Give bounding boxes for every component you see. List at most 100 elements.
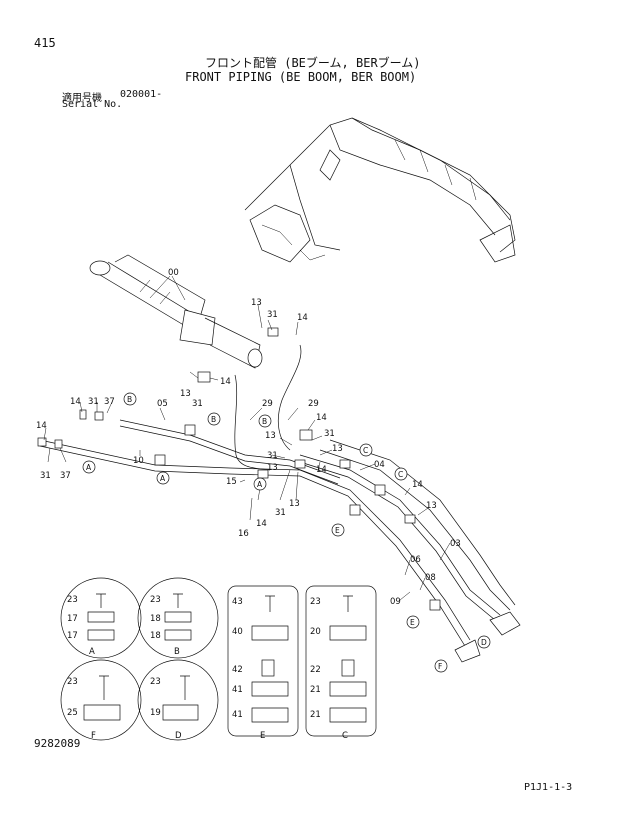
callout-14: 14 — [70, 397, 81, 407]
ref-a-3: A — [253, 477, 267, 491]
callout-31: 31 — [40, 471, 51, 481]
excavator-overview — [244, 117, 516, 263]
svg-text:A: A — [257, 480, 263, 489]
svg-text:23: 23 — [310, 597, 321, 607]
svg-text:C: C — [363, 446, 368, 455]
ref-f-1: F — [434, 659, 448, 673]
callout-06: 06 — [410, 555, 421, 565]
svg-text:40: 40 — [232, 627, 243, 637]
callout-14: 14 — [220, 377, 231, 387]
callout-03: 03 — [450, 539, 461, 549]
callout-29: 29 — [262, 399, 273, 409]
callout-13: 13 — [426, 501, 437, 511]
detail-c: 23 20 22 21 21 C — [305, 585, 377, 741]
detail-b: 23 18 18 B — [137, 577, 219, 659]
callout-labels: 00 13 31 14 13 31 14 14 31 37 05 29 29 1… — [36, 268, 461, 607]
callout-15: 15 — [226, 477, 237, 487]
ref-a-2: A — [156, 471, 170, 485]
svg-text:D: D — [481, 638, 487, 647]
ref-b-3: B — [258, 414, 272, 428]
ref-d-1: D — [477, 635, 491, 649]
callout-31: 31 — [267, 451, 278, 461]
svg-text:21: 21 — [310, 685, 321, 695]
detail-f: 23 25 F — [60, 659, 142, 741]
ref-b-1: B — [123, 392, 137, 406]
callout-13: 13 — [251, 298, 262, 308]
boom-cylinder — [89, 254, 263, 369]
ref-b-2: B — [207, 412, 221, 426]
svg-text:A: A — [89, 647, 95, 657]
callout-14: 14 — [297, 313, 308, 323]
svg-text:18: 18 — [150, 631, 161, 641]
callout-05: 05 — [157, 399, 168, 409]
svg-text:43: 43 — [232, 597, 243, 607]
callout-37: 37 — [60, 471, 71, 481]
ref-c-2: C — [394, 467, 408, 481]
callout-14: 14 — [36, 421, 47, 431]
svg-text:21: 21 — [310, 710, 321, 720]
callout-31: 31 — [275, 508, 286, 518]
svg-text:C: C — [398, 470, 403, 479]
page-number: 415 — [34, 36, 56, 50]
callout-08: 08 — [425, 573, 436, 583]
callout-31: 31 — [324, 429, 335, 439]
svg-text:E: E — [335, 526, 340, 535]
svg-text:A: A — [86, 463, 92, 472]
ref-c-1: C — [359, 443, 373, 457]
callout-29: 29 — [308, 399, 319, 409]
callout-16: 16 — [238, 529, 249, 539]
circled-refs: B B B A A A C C E E D F — [82, 392, 491, 673]
svg-text:25: 25 — [67, 708, 78, 718]
detail-a: 23 17 17 A — [60, 577, 142, 659]
page-code: P1J1-1-3 — [524, 782, 573, 793]
svg-text:22: 22 — [310, 665, 321, 675]
svg-text:23: 23 — [150, 595, 161, 605]
svg-text:18: 18 — [150, 614, 161, 624]
callout-31: 31 — [267, 310, 278, 320]
svg-text:F: F — [438, 662, 442, 671]
callout-31: 31 — [88, 397, 99, 407]
callout-14: 14 — [316, 413, 327, 423]
svg-text:20: 20 — [310, 627, 321, 637]
ref-e-2: E — [406, 615, 420, 629]
svg-text:E: E — [260, 731, 265, 741]
callout-14: 14 — [412, 480, 423, 490]
svg-text:23: 23 — [150, 677, 161, 687]
svg-text:42: 42 — [232, 665, 243, 675]
main-pipes — [39, 419, 521, 663]
ref-e-1: E — [331, 523, 345, 537]
svg-text:17: 17 — [67, 614, 78, 624]
svg-text:B: B — [127, 395, 132, 404]
svg-text:F: F — [91, 731, 96, 741]
serial-label-english: Serial No. — [62, 99, 123, 110]
svg-text:A: A — [160, 474, 166, 483]
callout-13: 13 — [180, 389, 191, 399]
serial-value: 020001- — [120, 89, 163, 100]
svg-text:C: C — [342, 731, 348, 741]
callout-14: 14 — [316, 465, 327, 475]
callout-14: 14 — [256, 519, 267, 529]
callout-00: 00 — [168, 268, 179, 278]
svg-text:B: B — [174, 647, 180, 657]
callout-04: 04 — [374, 460, 385, 470]
title-japanese: フロント配管 (BEブーム, BERブーム) — [205, 56, 421, 70]
leader-lines — [43, 275, 451, 601]
svg-text:E: E — [410, 618, 415, 627]
fittings — [37, 327, 441, 611]
callout-31: 31 — [192, 399, 203, 409]
svg-text:B: B — [262, 417, 267, 426]
svg-text:23: 23 — [67, 595, 78, 605]
svg-text:B: B — [211, 415, 216, 424]
drawing-number: 9282089 — [34, 737, 81, 750]
detail-e: 43 40 42 41 41 E — [227, 585, 299, 741]
svg-text:23: 23 — [67, 677, 78, 687]
callout-13: 13 — [265, 431, 276, 441]
callout-09: 09 — [390, 597, 401, 607]
detail-d: 23 19 D — [137, 659, 219, 741]
svg-text:41: 41 — [232, 710, 243, 720]
callout-13: 13 — [332, 444, 343, 454]
ref-a-1: A — [82, 460, 96, 474]
callout-10: 10 — [133, 456, 144, 466]
callout-13: 13 — [289, 499, 300, 509]
